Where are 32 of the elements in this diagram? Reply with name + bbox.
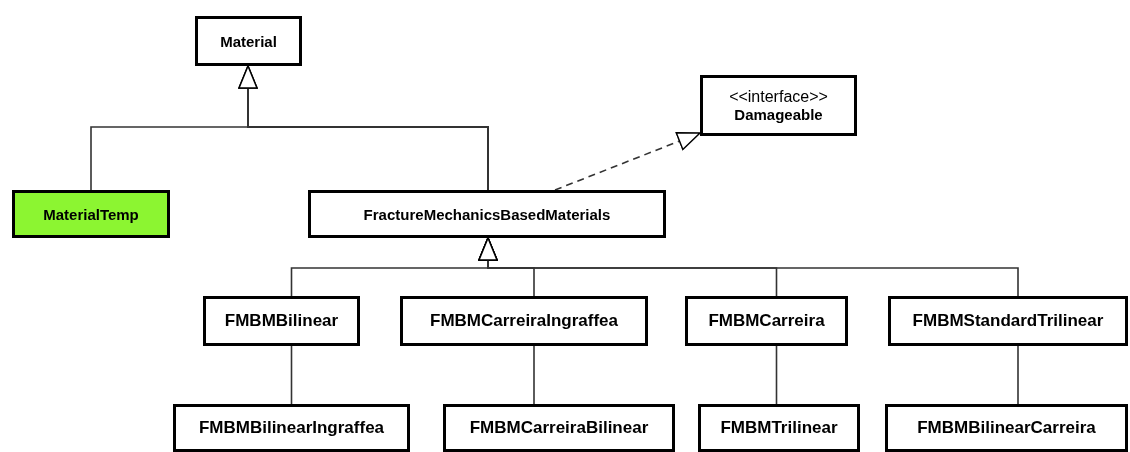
class-name: FractureMechanicsBasedMaterials xyxy=(363,205,611,223)
class-name: FMBMBilinear xyxy=(224,311,339,331)
connector-line xyxy=(533,345,535,405)
class-box xyxy=(700,75,857,136)
class-box xyxy=(400,296,648,346)
class-name: FMBMBilinearCarreira xyxy=(917,418,1096,438)
class-name: FMBMCarreiraIngraffea xyxy=(430,311,618,331)
class-box xyxy=(698,404,860,452)
class-box xyxy=(443,404,675,452)
class-name: Material xyxy=(220,32,277,50)
class-name: Damageable xyxy=(734,106,823,123)
connector-line xyxy=(775,345,778,405)
class-name: FMBMCarreiraBilinear xyxy=(469,418,649,438)
connector-line xyxy=(1017,345,1019,405)
inheritance-arrow xyxy=(478,237,1019,297)
class-name: MaterialTemp xyxy=(43,205,139,223)
class-box xyxy=(195,16,302,66)
class-name: FMBMStandardTrilinear xyxy=(912,311,1104,331)
class-box xyxy=(173,404,410,452)
class-box xyxy=(12,190,170,238)
class-box xyxy=(203,296,360,346)
class-box xyxy=(885,404,1128,452)
class-name: FMBMTrilinear xyxy=(720,418,838,438)
class-box xyxy=(685,296,848,346)
class-box xyxy=(308,190,666,238)
inheritance-arrow xyxy=(238,65,489,191)
realization-arrow xyxy=(554,131,701,191)
class-name: FMBMCarreira xyxy=(708,311,825,331)
connector-line xyxy=(290,345,293,405)
stereotype-label: <<interface>> xyxy=(729,88,828,106)
class-box xyxy=(888,296,1128,346)
class-name: FMBMBilinearIngraffea xyxy=(198,418,385,438)
